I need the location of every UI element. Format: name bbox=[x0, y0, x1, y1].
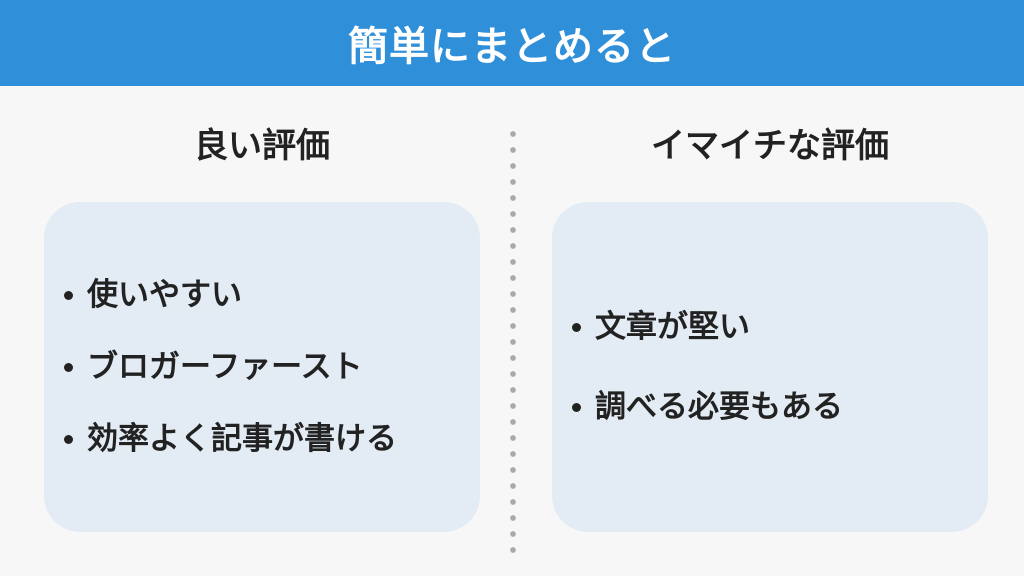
bad-review-heading: イマイチな評価 bbox=[651, 126, 889, 166]
bullet-dot-icon bbox=[64, 290, 73, 300]
list-item: ブロガーファースト bbox=[64, 347, 480, 387]
dotted-divider bbox=[510, 126, 516, 556]
bullet-dot-icon bbox=[64, 362, 73, 372]
list-item: 文章が堅い bbox=[572, 307, 988, 347]
list-item-text: ブロガーファースト bbox=[87, 349, 363, 385]
good-review-card: 使いやすい ブロガーファースト 効率よく記事が書ける bbox=[44, 202, 480, 532]
bad-review-column: イマイチな評価 文章が堅い 調べる必要もある bbox=[552, 118, 988, 532]
bullet-dot-icon bbox=[64, 434, 73, 444]
bad-review-card: 文章が堅い 調べる必要もある bbox=[552, 202, 988, 532]
list-item-text: 効率よく記事が書ける bbox=[87, 421, 397, 457]
list-item-text: 文章が堅い bbox=[595, 309, 750, 345]
list-item: 効率よく記事が書ける bbox=[64, 419, 480, 459]
bad-review-list: 文章が堅い 調べる必要もある bbox=[572, 307, 988, 427]
list-item-text: 使いやすい bbox=[87, 277, 242, 313]
list-item: 調べる必要もある bbox=[572, 387, 988, 427]
good-review-list: 使いやすい ブロガーファースト 効率よく記事が書ける bbox=[64, 275, 480, 459]
good-review-heading: 良い評価 bbox=[194, 126, 330, 166]
page-title: 簡単にまとめると bbox=[348, 24, 676, 70]
list-item-text: 調べる必要もある bbox=[595, 389, 843, 425]
list-item: 使いやすい bbox=[64, 275, 480, 315]
summary-header-bar: 簡単にまとめると bbox=[0, 0, 1024, 86]
good-review-column: 良い評価 使いやすい ブロガーファースト 効率よく記事が書ける bbox=[44, 118, 480, 532]
bullet-dot-icon bbox=[572, 402, 581, 412]
bullet-dot-icon bbox=[572, 322, 581, 332]
